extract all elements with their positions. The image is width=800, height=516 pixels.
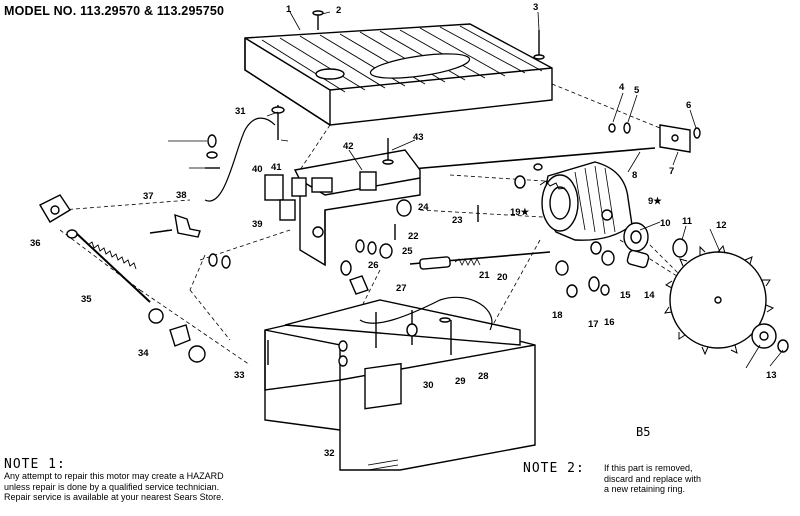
model-title: MODEL NO. 113.29570 & 113.295750 bbox=[4, 4, 225, 18]
callout-11: 11 bbox=[682, 216, 693, 227]
note-1-line: unless repair is done by a qualified ser… bbox=[4, 481, 220, 492]
callout-9: 9★ bbox=[648, 196, 662, 207]
callout-33: 33 bbox=[234, 370, 245, 381]
callout-24: 24 bbox=[418, 202, 429, 213]
saw-blade bbox=[663, 244, 775, 356]
lock-lever bbox=[149, 213, 201, 238]
callout-28: 28 bbox=[478, 371, 489, 382]
bracket-7 bbox=[608, 122, 701, 153]
callout-30: 30 bbox=[423, 380, 434, 391]
rod-20 bbox=[409, 251, 551, 270]
callout-23: 23 bbox=[452, 215, 463, 226]
callout-lines bbox=[159, 11, 784, 369]
callout-6: 6 bbox=[686, 100, 691, 111]
note-2-line: If this part is removed, bbox=[604, 463, 693, 473]
callout-27: 27 bbox=[396, 283, 407, 294]
center-frame bbox=[293, 149, 421, 267]
callout-19: 19★ bbox=[510, 207, 530, 218]
elevation-crank bbox=[39, 194, 206, 363]
callout-22: 22 bbox=[408, 231, 419, 242]
table-top bbox=[244, 23, 553, 126]
callout-13: 13 bbox=[766, 370, 777, 381]
note-1-line: Repair service is available at your near… bbox=[4, 492, 224, 502]
callout-31: 31 bbox=[235, 106, 246, 117]
callout-8: 8 bbox=[632, 170, 637, 181]
callout-32: 32 bbox=[324, 448, 335, 459]
hardware bbox=[205, 105, 543, 367]
screw-2 bbox=[312, 10, 324, 30]
callout-34: 34 bbox=[138, 348, 149, 359]
callout-25: 25 bbox=[402, 246, 413, 257]
callout-12: 12 bbox=[716, 220, 727, 231]
callout-3: 3 bbox=[533, 2, 538, 13]
sheet-id: B5 bbox=[636, 425, 651, 439]
callout-37: 37 bbox=[143, 191, 154, 202]
note-2-line: a new retaining ring. bbox=[604, 484, 686, 494]
callout-18: 18 bbox=[552, 310, 563, 321]
callout-29: 29 bbox=[455, 376, 466, 387]
callout-1: 1 bbox=[286, 4, 292, 15]
rod-8 bbox=[399, 147, 656, 171]
callout-35: 35 bbox=[81, 294, 92, 305]
screw-3 bbox=[533, 30, 545, 60]
callout-10: 10 bbox=[660, 218, 671, 229]
bracket-40 bbox=[264, 174, 307, 221]
flange-10 bbox=[751, 323, 789, 353]
note-1-text: Any attempt to repair this motor may cre… bbox=[4, 471, 224, 503]
callout-16: 16 bbox=[604, 317, 615, 328]
note-1-line: Any attempt to repair this motor may cre… bbox=[4, 471, 224, 481]
callout-2: 2 bbox=[336, 5, 341, 16]
pulley-10 bbox=[623, 222, 649, 252]
callout-21: 21 bbox=[479, 270, 490, 281]
note-2-text: If this part is removed, discard and rep… bbox=[604, 463, 701, 495]
washer-11 bbox=[672, 238, 688, 258]
callout-14: 14 bbox=[644, 290, 655, 301]
callout-40: 40 bbox=[252, 164, 263, 175]
note-2-line: discard and replace with bbox=[604, 473, 702, 484]
callout-5: 5 bbox=[634, 85, 640, 96]
callout-17: 17 bbox=[588, 319, 599, 330]
callout-43: 43 bbox=[413, 132, 424, 143]
callout-4: 4 bbox=[619, 82, 625, 93]
note-1-heading: NOTE 1: bbox=[4, 457, 66, 472]
callout-36: 36 bbox=[30, 238, 41, 249]
cable-31 bbox=[204, 117, 276, 202]
cabinet-base bbox=[264, 296, 536, 471]
callout-39: 39 bbox=[252, 219, 263, 230]
callout-20: 20 bbox=[497, 272, 508, 283]
callout-38: 38 bbox=[176, 190, 187, 201]
callout-15: 15 bbox=[620, 290, 631, 301]
callout-42: 42 bbox=[343, 141, 354, 152]
note-2-heading: NOTE 2: bbox=[523, 461, 585, 476]
callout-41: 41 bbox=[271, 162, 282, 173]
motor-small-parts bbox=[555, 241, 650, 298]
motor bbox=[539, 161, 633, 241]
callout-26: 26 bbox=[368, 260, 379, 271]
callout-labels: 1 2 3 4 5 6 7 8 9★ 10 11 12 13 14 15 16 … bbox=[30, 2, 777, 459]
callout-7: 7 bbox=[669, 166, 674, 177]
